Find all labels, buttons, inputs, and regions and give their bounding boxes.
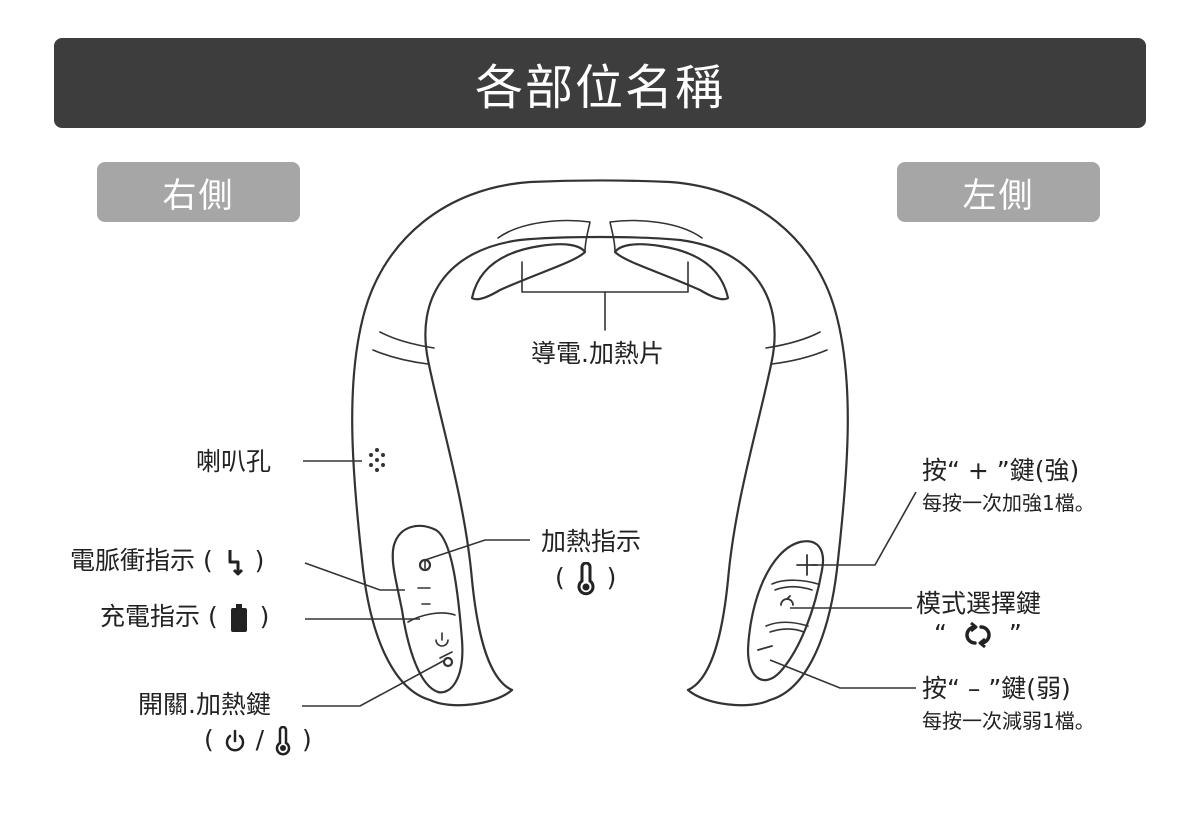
label-pulse-indicator: 電脈衝指示 ( ) (70, 546, 265, 576)
label-power-heat-icons: ( / ) (204, 725, 312, 756)
power-icon (225, 729, 244, 752)
electrode-pad-right (613, 243, 730, 301)
label-plus-desc: 每按一次加強1檔。 (922, 491, 1095, 515)
electrode-pad-left (470, 243, 587, 301)
label-mode-icon: “ ” (934, 619, 1022, 649)
label-speaker: 喇叭孔 (196, 447, 272, 476)
label-plus-key: 按“ + ”鍵(強) (922, 456, 1080, 485)
label-minus-desc: 每按一次減弱1檔。 (922, 709, 1095, 733)
tab-right-side: 右側 (97, 162, 300, 222)
right-control-panel (746, 540, 825, 682)
lightning-icon (228, 550, 243, 576)
leader-pulse (304, 562, 405, 591)
label-charge-indicator-text: 充電指示 (100, 602, 201, 631)
label-heat-indicator: 加熱指示 (541, 527, 642, 556)
title-bar: 各部位名稱 (54, 38, 1146, 128)
page-title: 各部位名稱 (474, 60, 725, 116)
label-minus-key: 按“ – ”鍵(弱) (922, 674, 1071, 703)
leader-minus (769, 659, 916, 689)
neckband-inner-outline (424, 235, 776, 692)
label-pulse-indicator-text: 電脈衝指示 (70, 546, 196, 575)
tab-left-side: 左側 (897, 162, 1100, 222)
leader-plus (812, 491, 917, 566)
label-power-heat-key: 開關.加熱鍵 (138, 690, 271, 719)
label-heat-indicator-icon: ( ) (555, 562, 616, 596)
speaker-holes (369, 448, 385, 472)
tab-left-side-label: 左側 (962, 175, 1035, 216)
neckband-outer-outline (351, 179, 849, 702)
leader-power (302, 659, 446, 707)
tab-right-side-label: 右側 (162, 175, 235, 216)
battery-icon (230, 604, 247, 632)
label-charge-indicator: 充電指示 ( ) (100, 601, 269, 634)
label-electrode: 導電.加熱片 (531, 339, 664, 368)
thermometer-icon (275, 726, 291, 756)
leader-heat-indicator (424, 539, 530, 561)
label-mode-key: 模式選擇鍵 (916, 589, 1042, 618)
mode-cycle-icon (965, 621, 991, 649)
left-control-panel (391, 524, 464, 694)
thermometer-icon (577, 562, 595, 596)
